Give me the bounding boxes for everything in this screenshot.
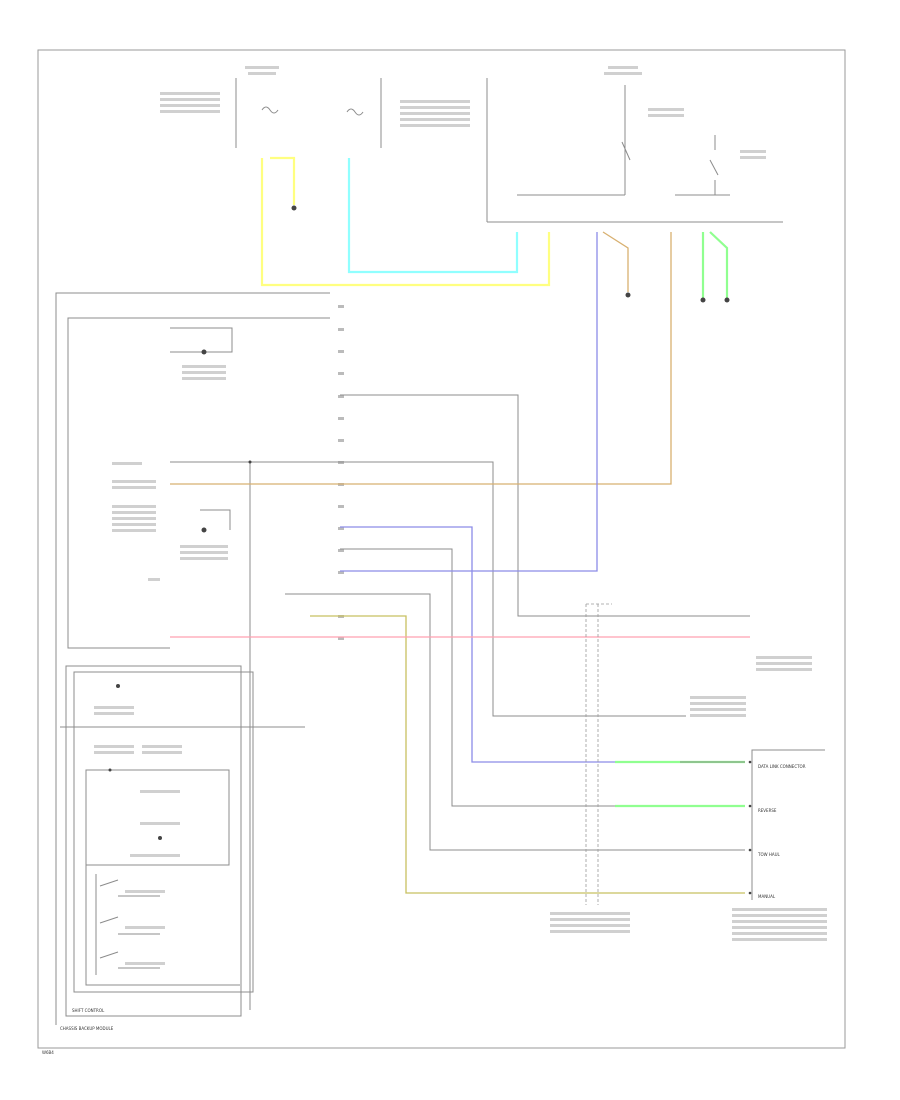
connector-pins <box>338 305 344 640</box>
label-terminal-right-top: DATA LINK CONNECTOR <box>758 764 806 769</box>
wire-grey-top <box>340 394 600 617</box>
label-inner-module: SHIFT CONTROL <box>72 1008 105 1013</box>
top-label-blocks <box>160 66 766 159</box>
label-terminal-tow: TOW HAUL <box>757 852 780 857</box>
label-terminal-manual: MANUAL <box>758 894 776 899</box>
wire-khaki <box>310 615 680 894</box>
wire-grey-4 <box>285 593 680 851</box>
right-label-blocks <box>550 656 827 941</box>
wire-yellow-loop <box>260 158 551 287</box>
wire-grey-3 <box>340 548 680 807</box>
right-module-bracket <box>751 749 825 900</box>
label-bottom-module: CHASSIS BACKUP MODULE <box>60 1026 114 1031</box>
wire-blue-1 <box>340 526 680 763</box>
shift-control-module <box>60 665 305 1017</box>
wire-cyan <box>347 158 519 274</box>
wire-green-2 <box>709 231 729 298</box>
wire-tan <box>170 232 672 485</box>
label-terminal-reverse: REVERSE <box>758 808 777 813</box>
wire-grey-2 <box>170 461 680 717</box>
top-fuse-area <box>235 78 783 223</box>
wire-blue-2 <box>340 232 598 572</box>
left-module <box>55 292 330 1025</box>
diagram-frame <box>37 49 846 1049</box>
footer-code: W6B4 <box>42 1050 54 1055</box>
